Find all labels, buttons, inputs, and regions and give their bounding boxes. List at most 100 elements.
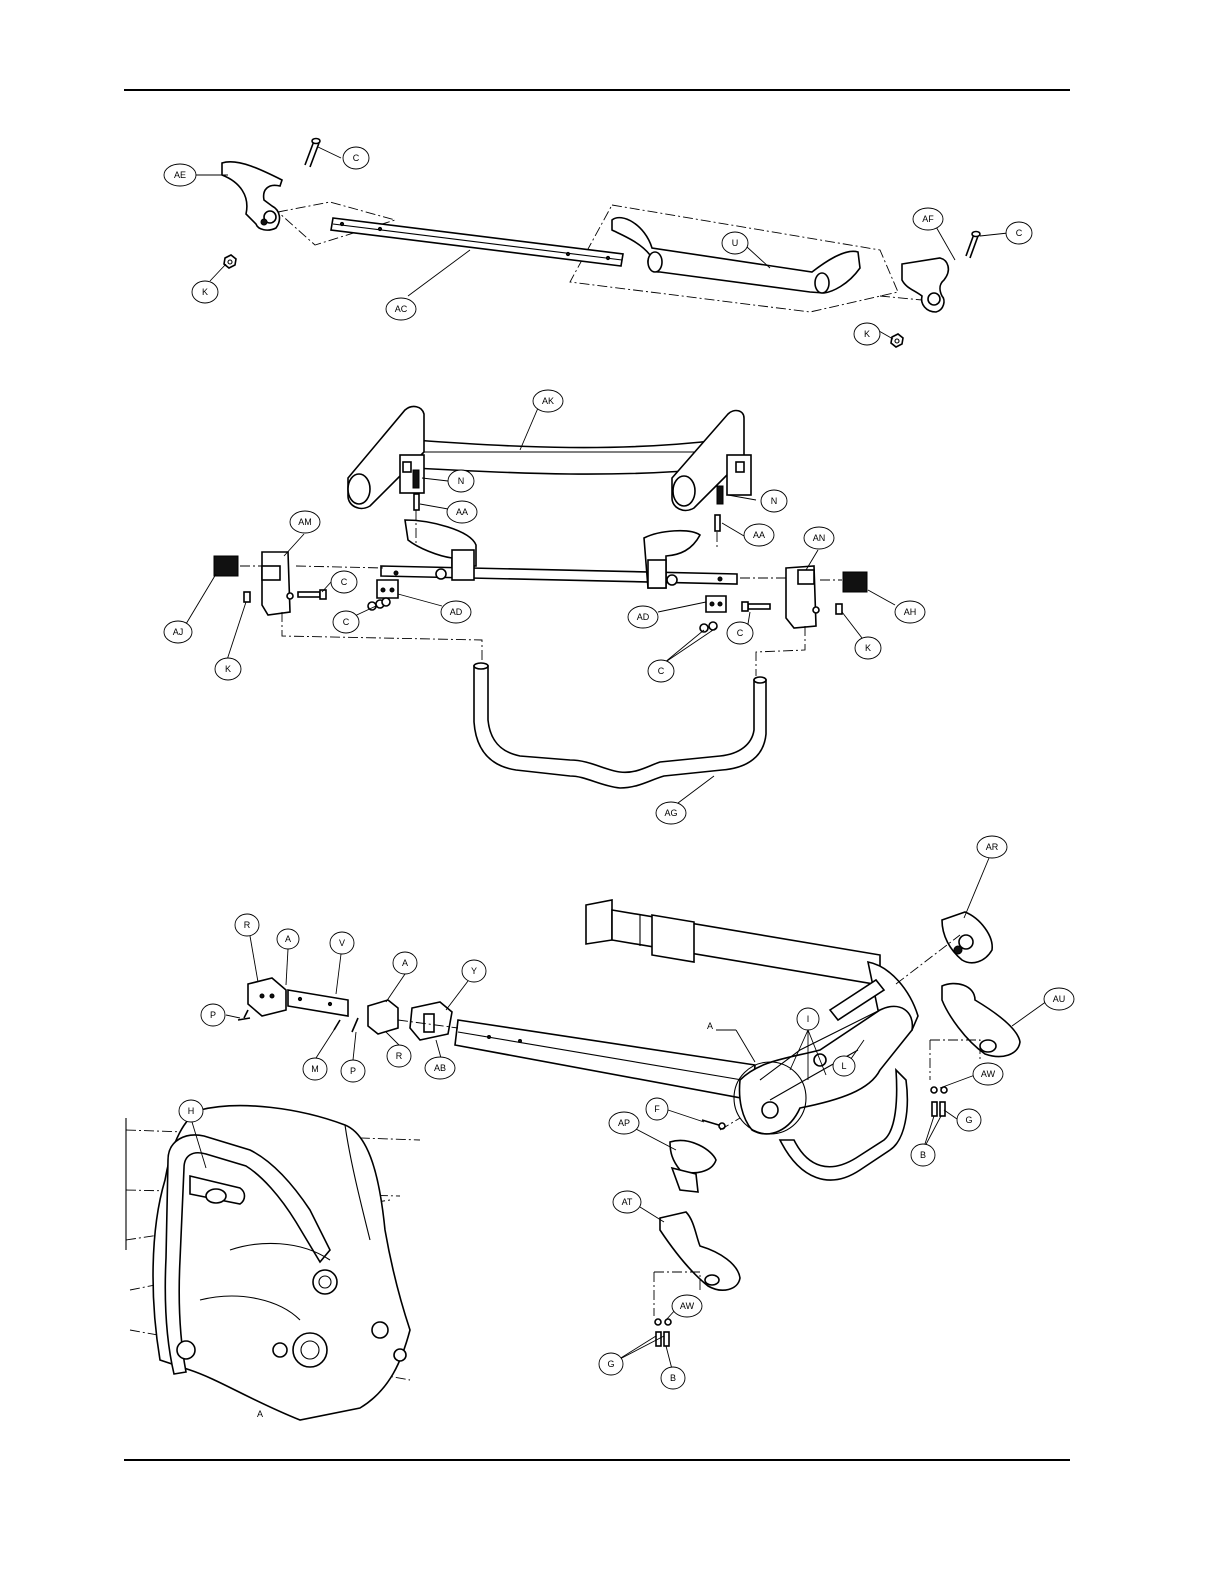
callout-r-2: R [387,1045,411,1067]
handle-u [612,218,860,293]
callout-r: R [235,914,259,936]
svg-text:AF: AF [922,214,934,224]
svg-text:N: N [771,496,778,506]
bracket-af [902,258,948,312]
spring-ah [843,572,867,592]
svg-text:G: G [965,1115,972,1125]
callout-c: C [343,147,369,169]
middle-assembly: AK N AA N AA AM AN C AD C AJ K AH AD C C… [164,390,925,824]
armrest-left [348,407,424,509]
screw-k-left [244,592,250,602]
svg-text:AA: AA [456,507,468,517]
detail-ref-label: A [707,1021,713,1031]
callout-ah: AH [895,601,925,623]
clamp-an [786,566,819,628]
svg-text:H: H [188,1106,195,1116]
svg-text:N: N [458,476,465,486]
svg-text:AP: AP [618,1118,630,1128]
svg-text:C: C [343,617,350,627]
svg-text:C: C [353,153,360,163]
svg-text:U: U [732,238,739,248]
callout-ac: AC [386,298,416,320]
svg-text:AW: AW [981,1069,996,1079]
svg-text:F: F [654,1104,660,1114]
svg-text:K: K [202,287,208,297]
svg-text:AA: AA [753,530,765,540]
screw-m [334,1020,340,1030]
fasteners-g-b-left [655,1319,671,1346]
svg-text:Y: Y [471,966,477,976]
svg-text:AH: AH [904,607,917,617]
callout-ab: AB [425,1057,455,1079]
callout-u: U [722,232,748,254]
screw-p [352,1018,358,1032]
fasteners-g-b-right [931,1087,947,1116]
svg-text:L: L [841,1061,846,1071]
svg-text:AM: AM [298,517,312,527]
detail-view-a: H A [126,1100,420,1420]
svg-text:AG: AG [664,808,677,818]
armrest-au [942,984,1020,1057]
svg-text:B: B [920,1150,926,1160]
svg-text:AN: AN [813,533,826,543]
svg-text:AU: AU [1053,994,1066,1004]
pin-c [305,139,320,168]
callout-an: AN [804,527,834,549]
svg-text:I: I [807,1014,810,1024]
spring-n-right [717,486,723,504]
callout-ar: AR [977,836,1007,858]
callout-ap: AP [609,1112,639,1134]
bracket-ae [222,162,282,230]
callout-l: L [833,1056,855,1076]
callout-a: A [277,929,299,949]
pin-c-right [966,232,980,259]
svg-text:AT: AT [622,1197,633,1207]
callout-p-2: P [341,1060,365,1082]
pin-aa-right [715,515,720,531]
svg-text:P: P [350,1066,356,1076]
spring-aj [214,556,238,576]
svg-text:C: C [1016,228,1023,238]
callout-k: K [192,281,218,303]
svg-text:AE: AE [174,170,186,180]
knob-ar [942,912,992,963]
bracket-r [244,978,286,1018]
screw-k-right [836,604,842,614]
extension-tube-ab [455,1020,755,1100]
svg-text:R: R [244,920,251,930]
svg-text:A: A [402,958,408,968]
pin-aa-left [414,494,419,510]
callout-p: P [201,1004,225,1026]
callout-m: M [303,1058,327,1080]
callout-aa-right: AA [744,524,774,546]
svg-text:V: V [339,938,345,948]
bolts-c-right [700,622,717,632]
plate-ad-left [377,580,398,598]
block-y [410,1002,452,1040]
callout-f: F [646,1098,668,1120]
callout-k-right: K [854,323,880,345]
svg-text:K: K [865,643,871,653]
svg-text:K: K [225,664,231,674]
svg-text:K: K [864,329,870,339]
detail-label: A [257,1409,263,1419]
callout-c-mid-3: C [727,622,753,644]
svg-text:AR: AR [986,842,999,852]
callout-v: V [330,932,354,954]
svg-text:C: C [341,577,348,587]
svg-text:M: M [311,1064,319,1074]
svg-text:C: C [658,666,665,676]
callout-i: I [797,1008,819,1030]
callout-g-2: G [599,1353,623,1375]
crossbar-ac [331,218,623,266]
callout-b-2: B [661,1367,685,1389]
svg-text:C: C [737,628,744,638]
callout-aw: AW [973,1063,1003,1085]
svg-text:A: A [285,934,291,944]
callout-ag: AG [656,802,686,824]
nut-k-right [891,334,903,347]
plate-ad-right [706,596,726,612]
svg-text:B: B [670,1373,676,1383]
callout-b: B [911,1144,935,1166]
